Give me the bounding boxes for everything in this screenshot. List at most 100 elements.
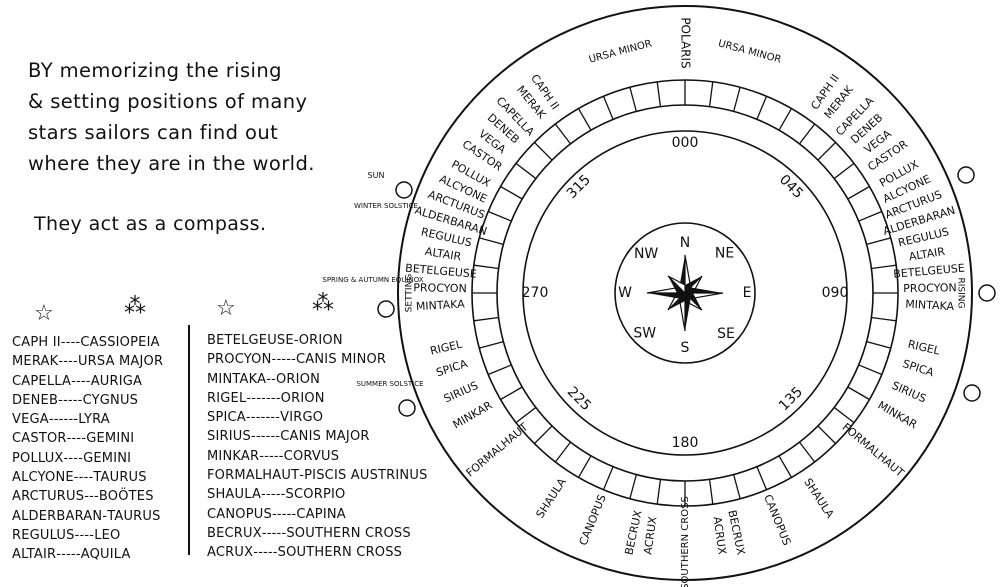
table-row: DENEB-----CYGNUS [12, 391, 163, 410]
cardinal-label: SE [717, 326, 735, 342]
table-row: ACRUX-----SOUTHERN CROSS [207, 543, 428, 562]
ring-circle [522, 130, 848, 456]
ring-divider [515, 406, 537, 424]
table-row: ALTAIR-----AQUILA [12, 545, 163, 564]
ring-divider [871, 264, 897, 270]
table-row: BECRUX-----SOUTHERN CROSS [207, 524, 428, 543]
ring-divider [858, 364, 883, 376]
star-ring-label: ACRUX [641, 515, 659, 555]
star-name: FORMALHAUT [207, 468, 300, 484]
sun-marker-circle [963, 384, 981, 402]
table-row: BETELGEUSE-ORION [207, 331, 428, 350]
ring-divider [733, 474, 741, 499]
ring-divider [708, 81, 714, 107]
ring-divider [554, 123, 572, 145]
compass-rose-icon [646, 254, 724, 332]
ring-divider [866, 237, 891, 245]
star-ring-label: ALTAIR [424, 245, 462, 264]
star-name: CAPH II [12, 335, 61, 350]
dash-separator: ----- [271, 506, 297, 522]
star-name: ARCTURUS [12, 489, 85, 505]
table-row: REGULUS----LEO [12, 526, 163, 545]
table-row: CASTOR----GEMINI [12, 429, 163, 448]
ring-divider [577, 455, 592, 478]
degree-label: 225 [564, 384, 594, 414]
dash-separator: ----- [253, 545, 278, 561]
dash-separator: ------- [246, 390, 281, 406]
dash-separator: ---- [71, 373, 91, 389]
star-ring-label: BETELGEUSE [893, 262, 966, 281]
table-row: CAPELLA----AURIGA [12, 372, 163, 391]
dash-separator: - [102, 508, 108, 524]
dash-separator: ----- [58, 392, 83, 408]
ring-divider [847, 185, 870, 200]
star-name: VEGA [12, 412, 49, 428]
ring-divider [629, 474, 637, 499]
constellation-symbol-icon: ⁂ [312, 291, 334, 316]
ring-divider [708, 479, 714, 505]
star-name: CASTOR [12, 431, 67, 447]
degree-label: 135 [776, 384, 806, 414]
ring-divider [871, 316, 897, 322]
sun-marker-circle [978, 284, 996, 302]
star-name: ACRUX [207, 545, 254, 561]
star-ring-label: CANOPUS [577, 493, 609, 548]
table-row: ALDERBARAN-TAURUS [12, 507, 163, 526]
star-name: MINKAR [207, 448, 260, 464]
star-name: DENEB [12, 392, 59, 408]
constellation-symbol-icon: ⁂ [124, 294, 146, 319]
ring-divider [756, 95, 768, 120]
degree-ticks [472, 80, 898, 506]
cardinal-label: S [681, 340, 690, 356]
constellation-name: CAPINA [296, 506, 346, 522]
constellation-name: CORVUS [283, 448, 340, 464]
cardinal-label: E [743, 285, 752, 301]
dash-separator: --- [84, 489, 99, 505]
dash-separator: ----- [259, 448, 284, 464]
constellation-name: CANIS MAJOR [280, 429, 370, 445]
cardinal-label: W [618, 285, 632, 301]
constellation-name: URSA MAJOR [77, 354, 164, 370]
star-name: ALTAIR [12, 547, 57, 563]
star-name: SHAULA [207, 487, 262, 503]
ring-divider [487, 364, 512, 376]
dash-separator: ---- [58, 354, 78, 370]
intro-line: stars sailors can find out [28, 121, 279, 144]
side-label: RISING [956, 278, 966, 309]
star-name: REGULUS [12, 527, 75, 543]
star-name: MERAK [12, 354, 59, 370]
star-name: BECRUX [207, 525, 262, 541]
ring-divider [756, 466, 768, 491]
star-ring-label: RIGEL [429, 337, 464, 357]
constellation-name: AQUILA [80, 547, 131, 563]
sun-marker-circle [377, 300, 395, 318]
ring-divider [500, 185, 523, 200]
table-row: ARCTURUS---BOÖTES [12, 487, 163, 506]
equinox-label: SPRING & AUTUMN EQUINOX [322, 276, 423, 284]
star-ring-label: ALTAIR [908, 245, 946, 264]
star-name: RIGEL [207, 390, 247, 406]
star-name: BETELGEUSE [207, 333, 294, 348]
dash-separator: ------ [48, 412, 79, 428]
constellation-name: SOUTHERN CROSS [277, 545, 403, 561]
star-name: POLLUX [12, 450, 64, 466]
constellation-name: LYRA [78, 412, 110, 428]
dash-separator: -- [266, 371, 276, 387]
degree-label: 180 [672, 435, 699, 451]
ring-divider [602, 95, 614, 120]
rose-point [647, 293, 685, 299]
star-ring-label: BETELGEUSE [405, 262, 478, 281]
star-ring-label: URSA MINOR [717, 38, 782, 65]
side-label: SETTING [405, 274, 415, 313]
table-row: ALCYONE----TAURUS [12, 468, 163, 487]
star-ring-label: SPICA [901, 357, 936, 379]
star-ring-label: POLARIS [679, 17, 693, 68]
table-row: CANOPUS-----CAPINA [207, 505, 428, 524]
degree-label: 090 [822, 285, 849, 301]
star-name: CANOPUS [207, 506, 272, 522]
dash-separator: ----- [261, 525, 287, 541]
ring-divider [778, 108, 793, 131]
ring-divider [473, 264, 499, 270]
